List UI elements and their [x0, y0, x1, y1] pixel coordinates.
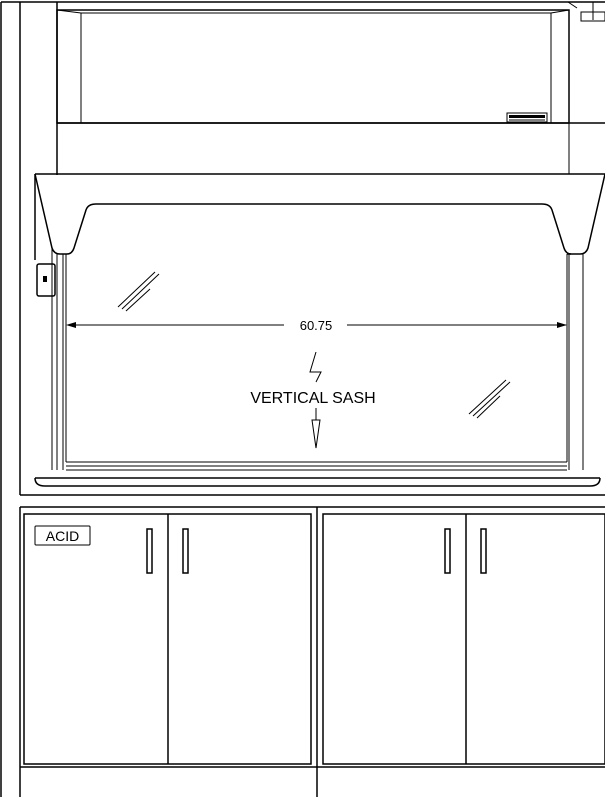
left-door-handle [182, 528, 189, 574]
acid-label-plate [34, 525, 91, 546]
work-surface [20, 465, 605, 496]
acid-label: ACID [46, 528, 79, 544]
right-door-handle [480, 528, 487, 574]
right-post [567, 173, 605, 470]
dimension-label: 60.75 [300, 318, 333, 333]
glass-reflection-left [117, 271, 160, 312]
left-post [34, 173, 67, 470]
left-door-handle [146, 528, 153, 574]
left-cabinet: ACID [23, 513, 312, 765]
corner-tag [567, 1, 605, 22]
glass-reflection-right [468, 379, 511, 419]
sash-window [65, 203, 572, 463]
base-cabinets [19, 506, 605, 797]
right-door-handle [444, 528, 451, 574]
control-switch [36, 263, 56, 297]
width-dimension: 60.75 [66, 318, 567, 333]
nameplate [506, 112, 548, 123]
sash-arrows: VERTICAL SASH [250, 351, 376, 449]
right-cabinet [322, 513, 605, 765]
vertical-sash-label: VERTICAL SASH [250, 390, 375, 407]
header-band [35, 122, 605, 175]
upper-panel [56, 9, 570, 124]
